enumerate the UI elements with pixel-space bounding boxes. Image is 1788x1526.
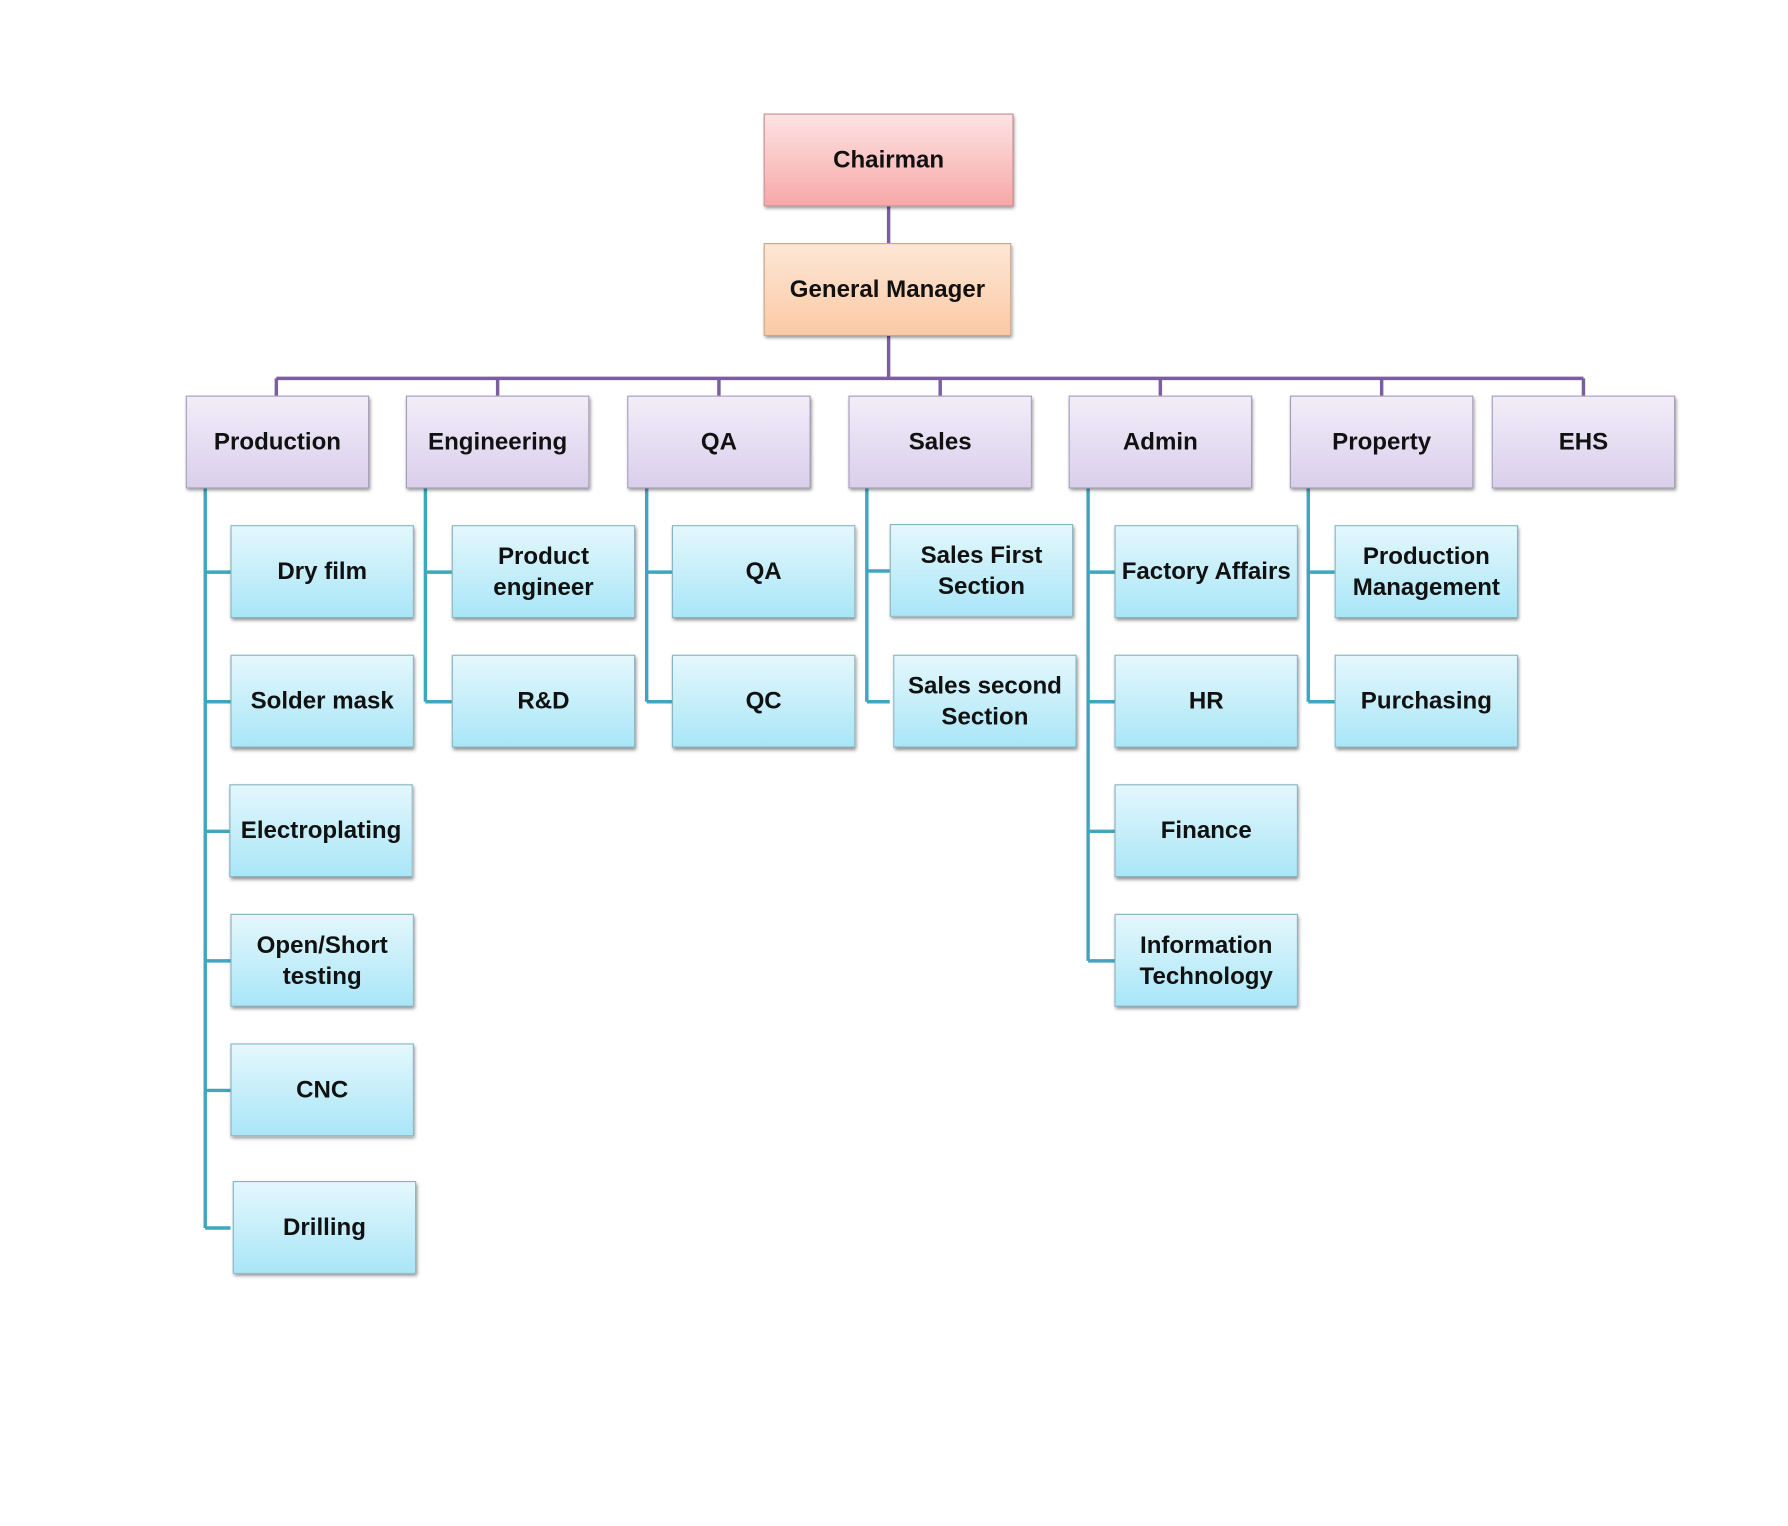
subdept-cnc: CNC xyxy=(230,1043,414,1137)
dept-sales: Sales xyxy=(848,395,1032,489)
subdept-finance: Finance xyxy=(1114,784,1298,878)
subdept-purchasing: Purchasing xyxy=(1334,654,1519,748)
subdept-electroplating: Electroplating xyxy=(229,784,413,878)
subdept-rnd: R&D xyxy=(451,654,636,748)
subdept-qa: QA xyxy=(671,525,856,619)
subdept-drilling: Drilling xyxy=(232,1180,417,1274)
dept-engineering: Engineering xyxy=(405,395,590,489)
dept-qa: QA xyxy=(627,395,811,489)
dept-ehs: EHS xyxy=(1491,395,1676,489)
subdept-production-management: Production Management xyxy=(1334,525,1519,619)
chairman-box: Chairman xyxy=(763,113,1014,207)
dept-admin: Admin xyxy=(1068,395,1253,489)
dept-production: Production xyxy=(185,395,370,489)
subdept-hr: HR xyxy=(1114,654,1298,748)
dept-property: Property xyxy=(1289,395,1474,489)
subdept-factory-affairs: Factory Affairs xyxy=(1114,525,1298,619)
subdept-open-short-testing: Open/Short testing xyxy=(230,913,414,1007)
subdept-sales-second-section: Sales second Section xyxy=(893,654,1077,748)
subdept-solder-mask: Solder mask xyxy=(230,654,414,748)
connector-lines xyxy=(203,206,1586,1230)
subdept-dry-film: Dry film xyxy=(230,525,414,619)
general-manager-box: General Manager xyxy=(763,243,1012,336)
subdept-sales-first-section: Sales First Section xyxy=(889,523,1074,617)
subdept-information-technology: Information Technology xyxy=(1114,913,1298,1007)
subdept-product-engineer: Product engineer xyxy=(451,525,636,619)
subdept-qc: QC xyxy=(671,654,856,748)
